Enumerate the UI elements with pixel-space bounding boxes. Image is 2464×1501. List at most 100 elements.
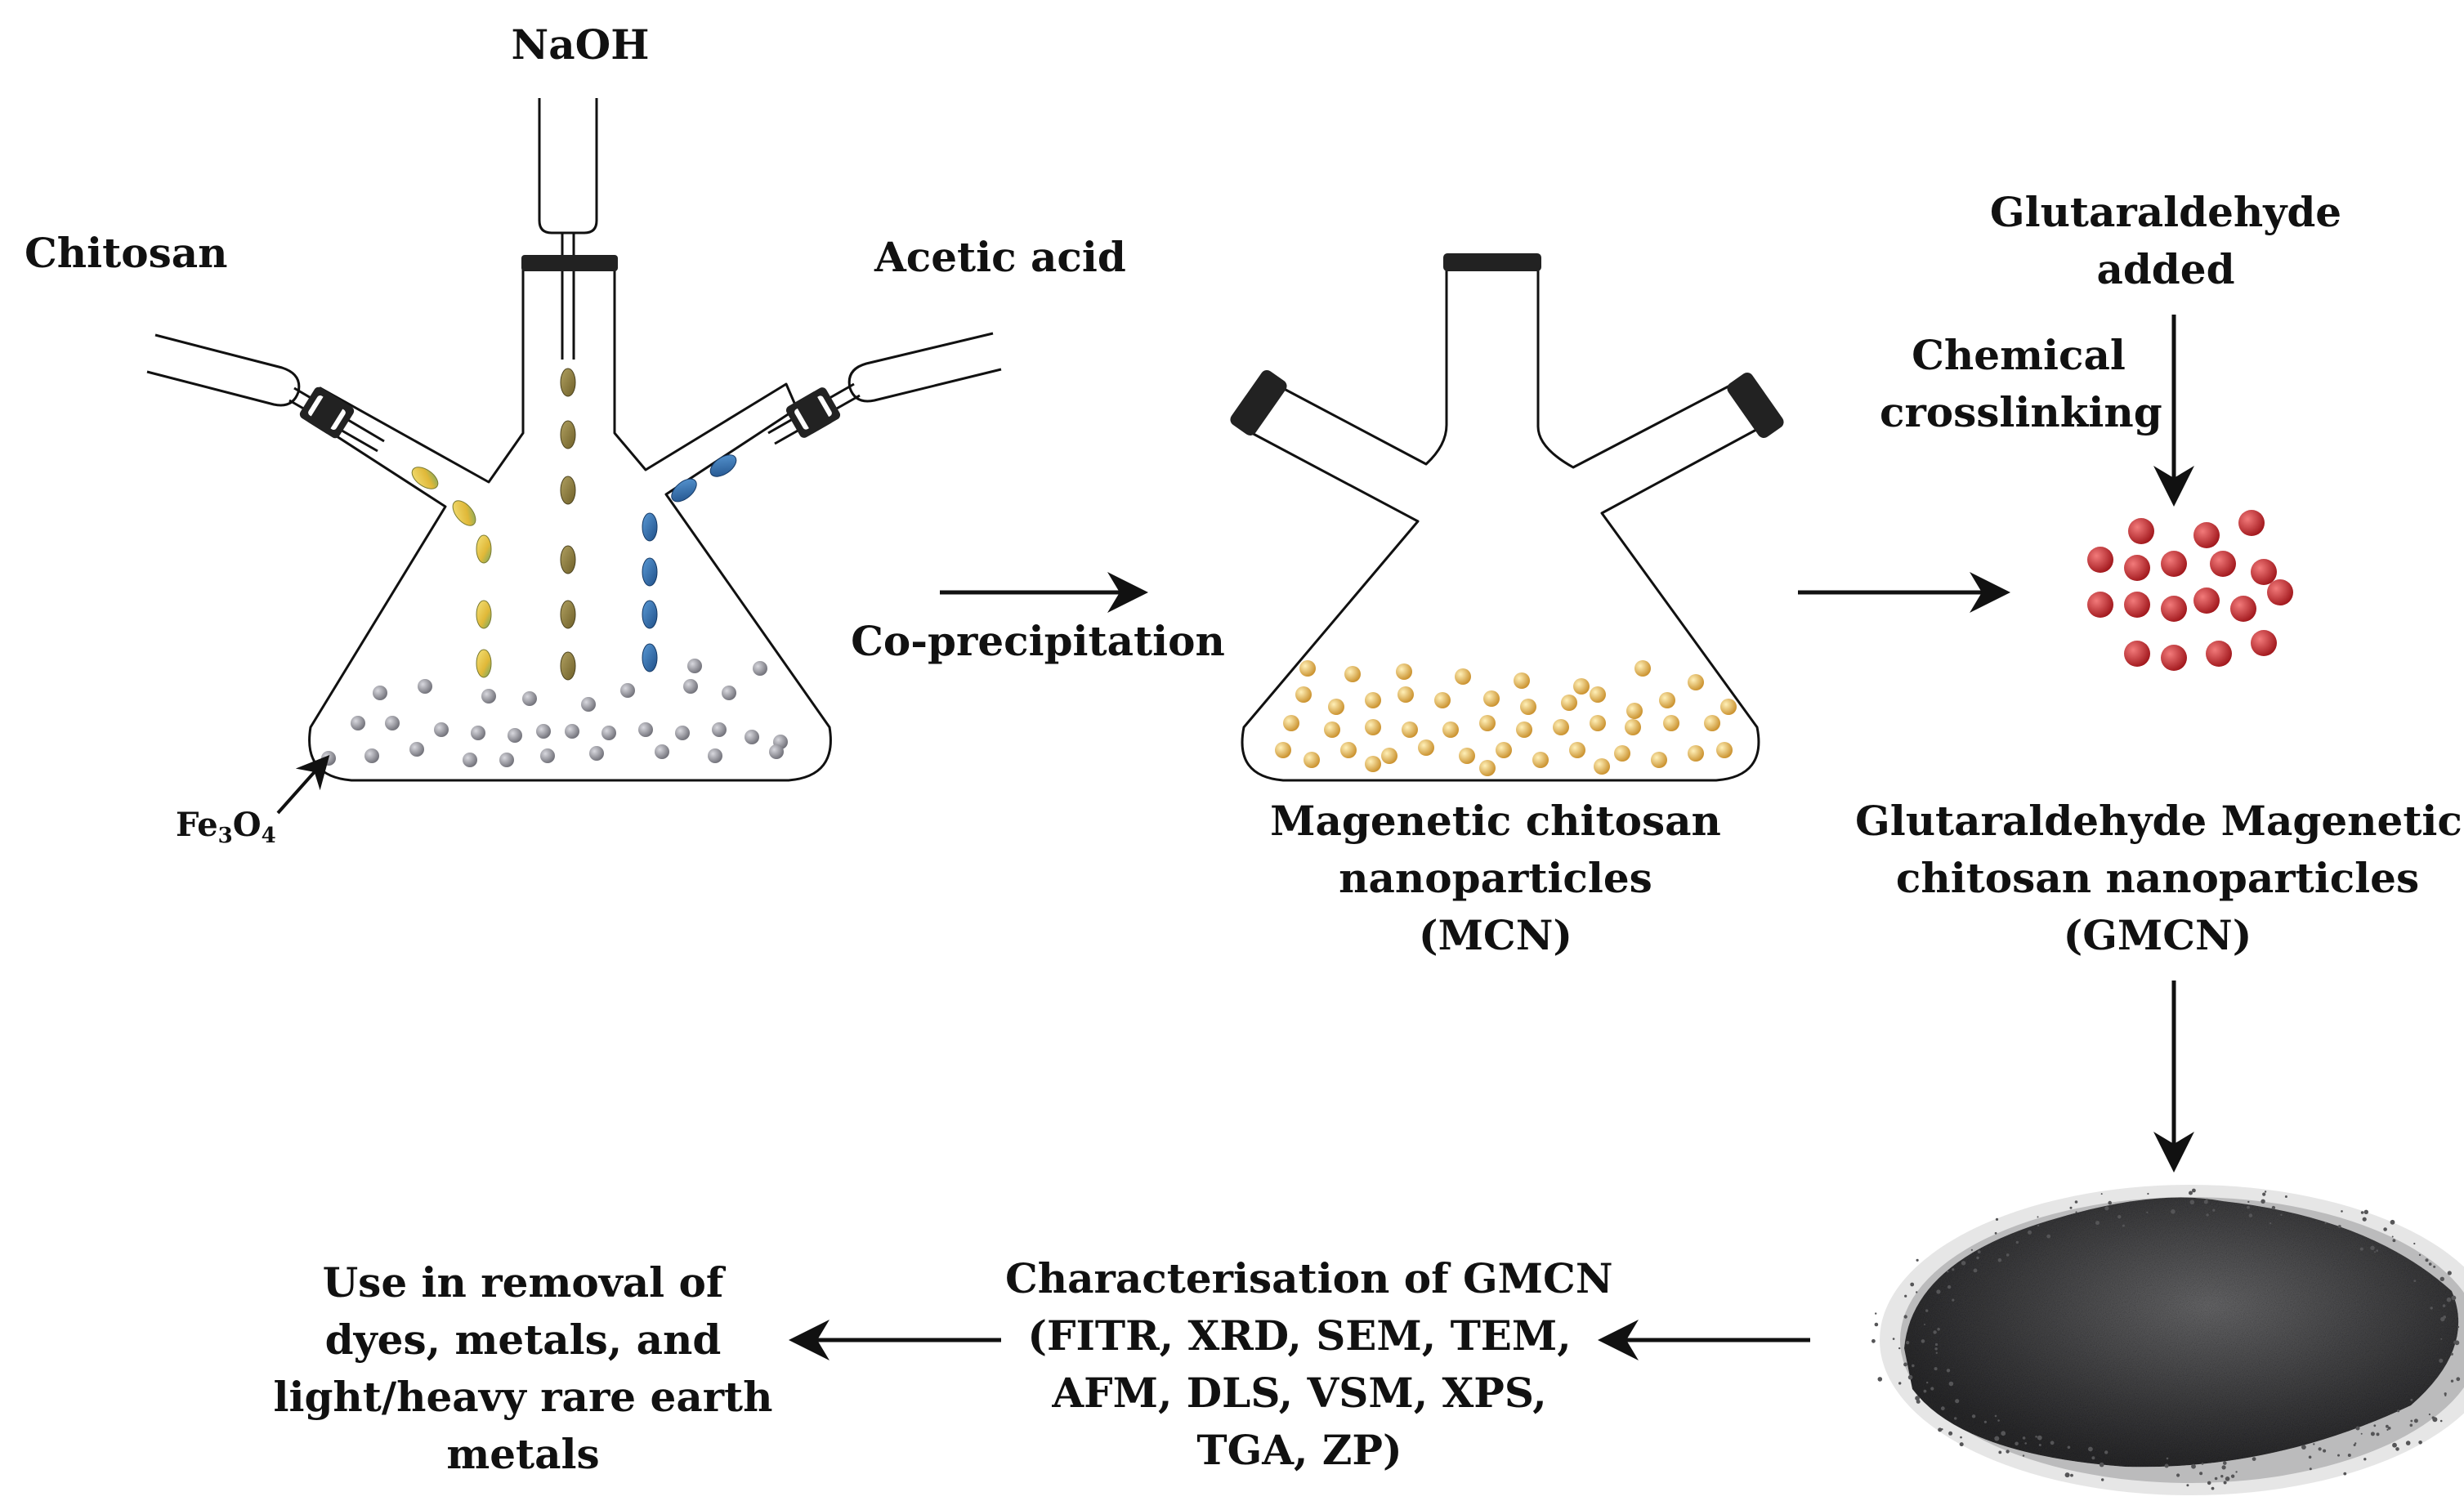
powder-speck [2390, 1219, 2395, 1225]
powder-speck [2376, 1432, 2380, 1436]
gmcn-particle [2210, 551, 2236, 577]
mcn-particle [1496, 742, 1512, 758]
powder-speck [2413, 1242, 2416, 1245]
powder-speck [2035, 1436, 2037, 1438]
powder-speck [1903, 1315, 1907, 1319]
powder-speck [1955, 1399, 1960, 1404]
gmcn-particle [2124, 555, 2150, 581]
mcn-particle [1704, 715, 1720, 731]
powder-speck [2409, 1423, 2413, 1427]
powder-speck [2176, 1473, 2180, 1477]
powder-speck [1906, 1341, 1910, 1345]
mcn-particle [1365, 692, 1381, 708]
use-line-3: light/heavy rare earth [273, 1373, 773, 1421]
gmcn-particle [2206, 641, 2232, 667]
powder-speck [2447, 1271, 2452, 1275]
mcn-flask-top-stopper [1443, 253, 1541, 271]
powder-speck [2015, 1240, 2019, 1244]
powder-speck [2046, 1234, 2051, 1239]
powder-speck [1924, 1324, 1925, 1325]
fe3o4-particles [321, 659, 788, 767]
powder-speck [2264, 1191, 2267, 1193]
mcn-particle [1720, 699, 1737, 715]
co-precipitation-label: Co-precipitation [851, 617, 1225, 665]
powder-speck [1998, 1450, 2002, 1454]
fe3o4-particle [409, 742, 424, 757]
powder-speck [2454, 1340, 2460, 1346]
mcn-particle [1626, 703, 1643, 719]
powder-speck [2191, 1463, 2196, 1469]
powder-speck [2387, 1427, 2391, 1430]
mcn-flask-left-stopper [1230, 370, 1287, 436]
powder-speck [2418, 1441, 2422, 1445]
powder-speck [2166, 1457, 2169, 1460]
powder-speck [2392, 1239, 2396, 1243]
powder-speck [2386, 1424, 2389, 1428]
powder-speck [2192, 1188, 2196, 1193]
fe3o4-label: Fe3O4 [176, 805, 306, 856]
powder-speck [2324, 1222, 2327, 1224]
fe3o4-particle [753, 661, 767, 676]
powder-speck [1933, 1330, 1937, 1334]
powder-speck [1898, 1347, 1901, 1350]
powder-speck [1997, 1419, 2000, 1422]
powder-speck [1947, 1284, 1952, 1289]
gmcn-particle [2087, 547, 2113, 573]
gmcn-particle [2161, 645, 2187, 671]
powder-speck [2363, 1209, 2368, 1215]
powder-speck [2347, 1454, 2351, 1457]
powder-speck [2091, 1456, 2095, 1460]
characterisation-line-2: (FITR, XRD, SEM, TEM, [1027, 1311, 1572, 1360]
fe3o4-base: Fe [176, 806, 218, 844]
powder-speck [2117, 1215, 2122, 1219]
powder-speck [1976, 1256, 1979, 1260]
powder-speck [2341, 1210, 2343, 1213]
powder-speck [1912, 1364, 1915, 1368]
powder-speck [2374, 1251, 2376, 1253]
powder-speck [1916, 1258, 1919, 1262]
naoh-stopper [521, 255, 618, 271]
powder-speck [2410, 1398, 2413, 1401]
fe3o4-particle [540, 748, 555, 763]
mcn-particle [1590, 686, 1606, 703]
powder-speck [2337, 1225, 2341, 1228]
powder-speck [2430, 1307, 2433, 1310]
powder-speck [1970, 1249, 1973, 1251]
mcn-particle [1479, 760, 1496, 776]
mcn-particle [1459, 748, 1475, 764]
mcn-particle [1418, 739, 1434, 756]
powder-speck [2015, 1441, 2019, 1446]
powder-speck [2006, 1450, 2010, 1454]
powder-speck [2439, 1419, 2443, 1423]
mcn-line-3: (MCN) [1418, 911, 1573, 959]
characterisation-line-1: Characterisation of GMCN [1005, 1254, 1613, 1302]
fe3o4-particle [522, 691, 537, 706]
powder-speck [1960, 1436, 1962, 1439]
powder-speck [2189, 1191, 2193, 1195]
powder-speck [2450, 1379, 2454, 1383]
powder-speck [1994, 1231, 1997, 1235]
powder-speck [1948, 1381, 1954, 1387]
powder-speck [1938, 1427, 1943, 1432]
powder-speck [2225, 1476, 2230, 1481]
powder-speck [2425, 1258, 2429, 1262]
powder-speck [2284, 1195, 2287, 1198]
chitosan-syringe [146, 333, 385, 453]
mcn-particle [1688, 745, 1704, 762]
chitosan-drops [411, 467, 492, 678]
powder-speck [2207, 1481, 2211, 1485]
mcn-particle [1659, 692, 1675, 708]
powder-speck [1936, 1289, 1941, 1294]
powder-speck [1934, 1347, 1938, 1351]
powder-speck [2432, 1417, 2438, 1423]
fe3o4-particle [722, 686, 736, 700]
powder-speck [1954, 1417, 1957, 1420]
powder-speck [1997, 1258, 2002, 1262]
mcn-particle [1663, 715, 1679, 731]
gmcn-label: Glutaraldehyde Magenetic chitosan nanopa… [1855, 793, 2462, 964]
gmcn-particle [2251, 630, 2277, 656]
powder-speck [1946, 1369, 1951, 1373]
mcn-particles [1275, 660, 1737, 776]
use-line-2: dyes, metals, and [324, 1316, 722, 1364]
powder-speck [2451, 1295, 2457, 1301]
